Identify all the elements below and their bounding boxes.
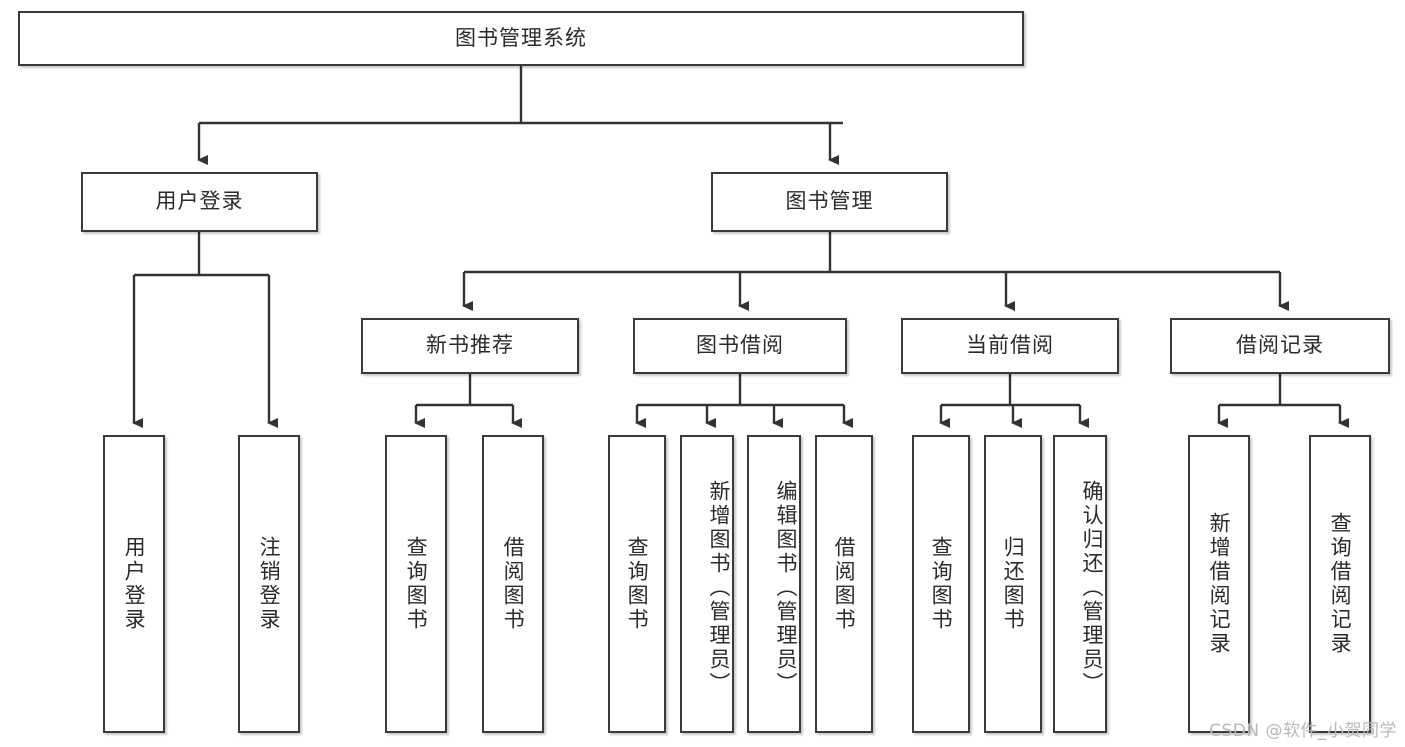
node-leaf-add-book-label: 新增图书（管理员）	[707, 480, 731, 696]
node-current-borrow[interactable]: 当前借阅	[901, 318, 1119, 374]
node-new-book-rec[interactable]: 新书推荐	[361, 318, 579, 374]
node-leaf-edit-book[interactable]: 编辑图书（管理员）	[747, 435, 801, 733]
node-leaf-borrow-book-2[interactable]: 借阅图书	[815, 435, 873, 733]
node-current-borrow-label: 当前借阅	[966, 333, 1054, 358]
node-leaf-query-book-3[interactable]: 查询图书	[912, 435, 970, 733]
node-leaf-query-book-2-label: 查询图书	[625, 536, 650, 632]
node-leaf-confirm-return[interactable]: 确认归还（管理员）	[1053, 435, 1107, 733]
node-leaf-query-record[interactable]: 查询借阅记录	[1309, 435, 1371, 733]
node-leaf-user-login-label: 用户登录	[122, 536, 147, 632]
node-book-borrow[interactable]: 图书借阅	[633, 318, 847, 374]
node-leaf-user-login[interactable]: 用户登录	[103, 435, 165, 733]
node-leaf-borrow-book-1[interactable]: 借阅图书	[482, 435, 544, 733]
node-root[interactable]: 图书管理系统	[18, 11, 1024, 66]
node-leaf-user-logout[interactable]: 注销登录	[238, 435, 300, 733]
node-user-login[interactable]: 用户登录	[81, 172, 318, 232]
node-leaf-query-book-3-label: 查询图书	[929, 536, 954, 632]
node-leaf-edit-book-label: 编辑图书（管理员）	[774, 480, 798, 696]
watermark: CSDN @软件_小贺同学	[1209, 721, 1397, 741]
node-leaf-query-book-1[interactable]: 查询图书	[385, 435, 447, 733]
node-leaf-add-record-label: 新增借阅记录	[1207, 512, 1232, 656]
node-leaf-return-book[interactable]: 归还图书	[984, 435, 1042, 733]
node-leaf-borrow-book-2-label: 借阅图书	[832, 536, 857, 632]
node-book-manage[interactable]: 图书管理	[711, 172, 948, 232]
node-borrow-record-label: 借阅记录	[1236, 333, 1324, 358]
node-leaf-return-book-label: 归还图书	[1001, 536, 1026, 632]
node-user-login-label: 用户登录	[155, 189, 244, 214]
node-book-manage-label: 图书管理	[785, 189, 874, 214]
node-borrow-record[interactable]: 借阅记录	[1170, 318, 1390, 374]
node-leaf-query-book-1-label: 查询图书	[404, 536, 429, 632]
node-leaf-confirm-return-label: 确认归还（管理员）	[1080, 480, 1104, 696]
node-leaf-borrow-book-1-label: 借阅图书	[501, 536, 526, 632]
node-new-book-rec-label: 新书推荐	[426, 333, 514, 358]
node-leaf-add-book[interactable]: 新增图书（管理员）	[680, 435, 734, 733]
node-root-label: 图书管理系统	[455, 25, 587, 50]
node-leaf-user-logout-label: 注销登录	[257, 536, 282, 632]
node-book-borrow-label: 图书借阅	[696, 333, 784, 358]
node-leaf-add-record[interactable]: 新增借阅记录	[1188, 435, 1250, 733]
node-leaf-query-record-label: 查询借阅记录	[1328, 512, 1353, 656]
node-leaf-query-book-2[interactable]: 查询图书	[608, 435, 666, 733]
